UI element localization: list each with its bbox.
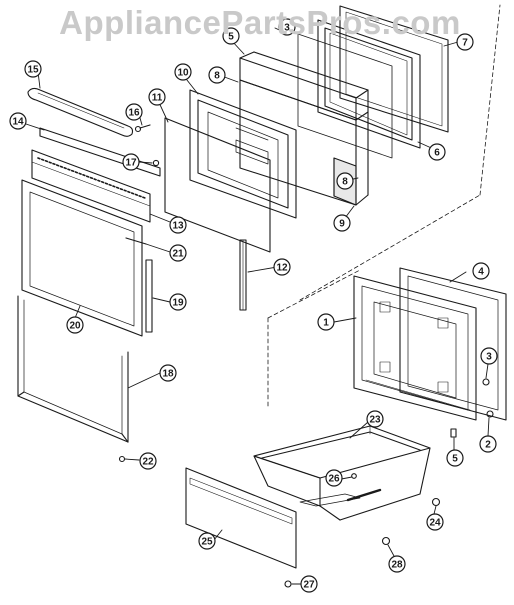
door-vent-trim bbox=[31, 149, 151, 223]
svg-text:22: 22 bbox=[142, 457, 154, 468]
callout-16: 16 bbox=[125, 103, 143, 121]
callout-9: 9 bbox=[333, 214, 351, 232]
svg-text:19: 19 bbox=[172, 298, 184, 309]
callouts: 15 14 16 17 13 21 19 20 18 22 10 11 8 5 … bbox=[9, 18, 498, 593]
svg-text:7: 7 bbox=[462, 38, 468, 49]
callout-19: 19 bbox=[169, 293, 187, 311]
svg-text:10: 10 bbox=[177, 68, 189, 79]
svg-text:25: 25 bbox=[201, 537, 213, 548]
callout-12: 12 bbox=[273, 258, 291, 276]
drawer-screw bbox=[351, 473, 357, 479]
callout-8-side: 8 bbox=[336, 172, 354, 190]
door-handle bbox=[27, 87, 134, 137]
svg-text:12: 12 bbox=[276, 263, 288, 274]
callout-2: 2 bbox=[479, 435, 497, 453]
svg-text:4: 4 bbox=[478, 267, 484, 278]
svg-text:28: 28 bbox=[391, 560, 403, 571]
callout-14: 14 bbox=[9, 112, 27, 130]
drawer-roller bbox=[381, 536, 391, 546]
svg-text:6: 6 bbox=[434, 148, 440, 159]
door-top-trim bbox=[39, 127, 161, 177]
svg-text:2: 2 bbox=[485, 440, 491, 451]
callout-24: 24 bbox=[426, 513, 444, 531]
svg-text:9: 9 bbox=[339, 219, 345, 230]
svg-text:24: 24 bbox=[429, 518, 441, 529]
callout-1: 1 bbox=[317, 313, 335, 331]
oven-front-frame bbox=[353, 275, 477, 421]
svg-text:13: 13 bbox=[172, 221, 184, 232]
inner-door-liner bbox=[189, 89, 297, 219]
callout-4: 4 bbox=[472, 262, 490, 280]
svg-text:3: 3 bbox=[284, 23, 290, 34]
callout-15: 15 bbox=[24, 60, 42, 78]
svg-text:15: 15 bbox=[27, 65, 39, 76]
svg-text:5: 5 bbox=[228, 32, 234, 43]
door-side-trim bbox=[145, 259, 153, 333]
svg-text:5: 5 bbox=[452, 454, 458, 465]
drawer-front-screw bbox=[284, 580, 292, 588]
frame-fastener bbox=[482, 378, 490, 386]
svg-text:3: 3 bbox=[486, 352, 492, 363]
callout-8-top: 8 bbox=[208, 66, 226, 84]
callout-22: 22 bbox=[139, 452, 157, 470]
door-side-seal bbox=[125, 237, 147, 245]
callout-5-bottom: 5 bbox=[446, 449, 464, 467]
dashed-divider-lines bbox=[267, 4, 501, 409]
frame-pin bbox=[450, 428, 457, 438]
outer-door-glass bbox=[339, 5, 449, 133]
callout-6: 6 bbox=[428, 143, 446, 161]
svg-text:23: 23 bbox=[369, 415, 381, 426]
callout-7: 7 bbox=[456, 33, 474, 51]
callout-20: 20 bbox=[66, 316, 84, 334]
drawer-front-panel bbox=[185, 467, 297, 569]
svg-text:21: 21 bbox=[172, 249, 184, 260]
callout-23: 23 bbox=[366, 410, 384, 428]
svg-text:8: 8 bbox=[214, 71, 220, 82]
svg-text:14: 14 bbox=[12, 117, 24, 128]
callout-26: 26 bbox=[325, 469, 343, 487]
callout-11: 11 bbox=[148, 88, 166, 106]
callout-17: 17 bbox=[122, 153, 140, 171]
storage-drawer bbox=[253, 425, 431, 521]
callout-3-top: 3 bbox=[278, 18, 296, 36]
drawer-glide bbox=[431, 497, 441, 507]
inner-door-glass bbox=[297, 33, 393, 159]
svg-text:26: 26 bbox=[328, 474, 340, 485]
callout-3: 3 bbox=[480, 347, 498, 365]
svg-text:1: 1 bbox=[323, 318, 329, 329]
callout-18: 18 bbox=[159, 364, 177, 382]
clip bbox=[152, 159, 160, 167]
outer-door-panel bbox=[21, 179, 143, 337]
handle-screw bbox=[134, 124, 151, 133]
svg-text:20: 20 bbox=[69, 321, 81, 332]
svg-text:27: 27 bbox=[303, 580, 315, 591]
callout-13: 13 bbox=[169, 216, 187, 234]
gasket-clip bbox=[486, 410, 494, 418]
callout-27: 27 bbox=[300, 575, 318, 593]
svg-text:17: 17 bbox=[125, 158, 137, 169]
frame-screw bbox=[118, 455, 126, 463]
door-hinge bbox=[239, 239, 247, 311]
callout-28: 28 bbox=[388, 555, 406, 573]
oven-door-gasket bbox=[399, 267, 507, 421]
svg-text:18: 18 bbox=[162, 369, 174, 380]
svg-text:16: 16 bbox=[128, 108, 140, 119]
svg-text:8: 8 bbox=[342, 177, 348, 188]
door-window-glass bbox=[164, 117, 271, 253]
svg-text:11: 11 bbox=[152, 93, 163, 104]
callout-10: 10 bbox=[174, 63, 192, 81]
callout-25: 25 bbox=[198, 532, 216, 550]
callout-5: 5 bbox=[222, 27, 240, 45]
door-glass-frame bbox=[317, 19, 421, 149]
door-frame bbox=[17, 295, 129, 443]
callout-21: 21 bbox=[169, 244, 187, 262]
